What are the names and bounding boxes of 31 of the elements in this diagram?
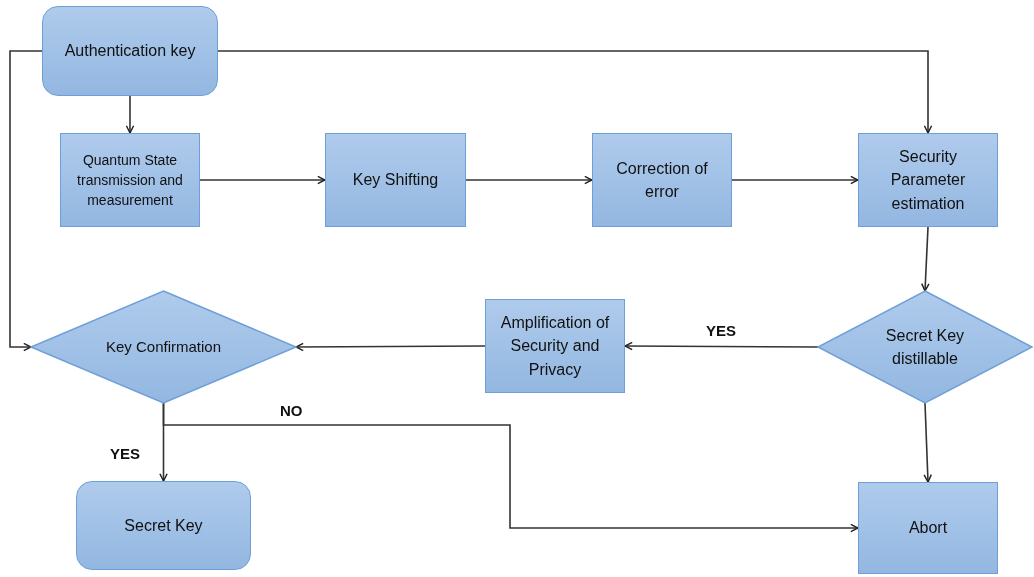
process-box [592, 133, 732, 227]
box-label: Secret Key distillable [884, 325, 966, 369]
arrow [162, 402, 859, 533]
box-label: Security Parameter estimation [889, 147, 967, 214]
decision-diamond [818, 291, 1032, 403]
arrow [295, 342, 486, 352]
rounded-box [76, 481, 251, 570]
arrow [9, 50, 43, 352]
arrow [465, 175, 593, 185]
process-box [60, 133, 200, 227]
process-box [485, 299, 625, 393]
box-label: Authentication key [64, 41, 196, 62]
box-label: Key Shifting [352, 170, 439, 191]
arrow [923, 402, 933, 483]
rounded-box [42, 6, 218, 96]
process-box [325, 133, 466, 227]
process-box [858, 133, 998, 227]
box-label: Correction of error [615, 158, 709, 202]
box-label: Quantum State transmission and measurement [76, 150, 184, 211]
box-label: Secret Key [124, 515, 203, 536]
box-label: Key Confirmation [105, 337, 222, 358]
process-box [858, 482, 998, 574]
box-label: Abort [908, 518, 948, 539]
arrow [199, 175, 326, 185]
arrow [217, 50, 933, 134]
arrow [731, 175, 859, 185]
box-label: Amplification of Security and Privacy [499, 313, 611, 380]
decision-diamond [31, 291, 296, 403]
arrow [624, 341, 819, 351]
arrow [125, 95, 135, 134]
arrow [921, 226, 930, 292]
